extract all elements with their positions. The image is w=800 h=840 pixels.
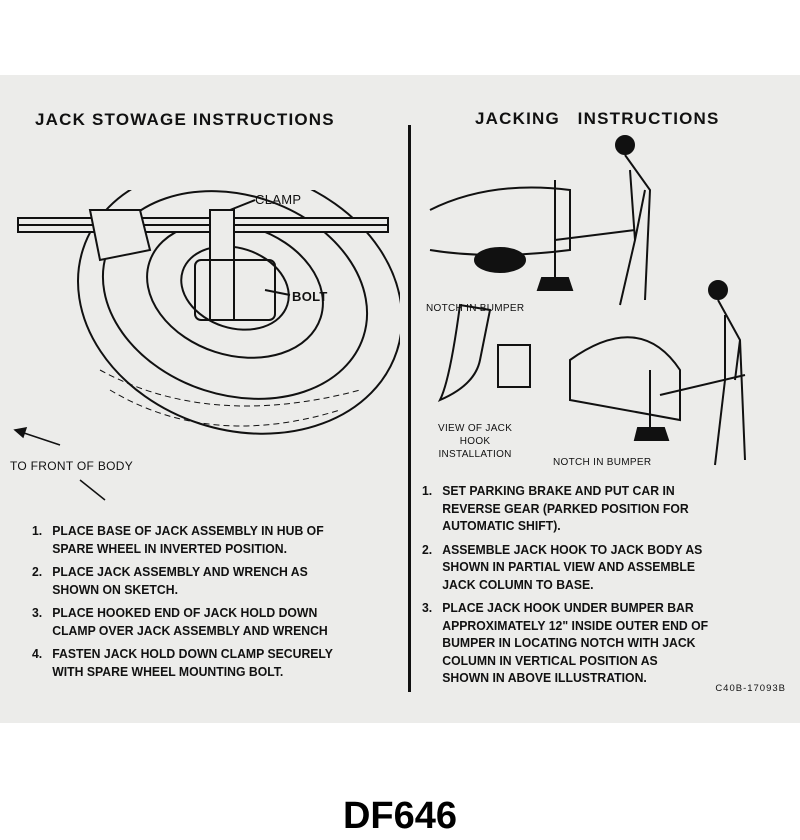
step-number: 3. <box>422 600 433 615</box>
step-number: 1. <box>422 483 433 498</box>
step-text: SET PARKING BRAKE AND PUT CAR IN REVERSE… <box>442 483 689 533</box>
step-number: 2. <box>422 541 433 557</box>
stowage-steps: 1. PLACE BASE OF JACK ASSEMBLY IN HUB OF … <box>32 522 333 686</box>
jacking-step: 1. SET PARKING BRAKE AND PUT CAR IN REVER… <box>422 482 708 535</box>
product-code: DF646 <box>342 795 458 837</box>
front-of-body-label: TO FRONT OF BODY <box>10 459 134 473</box>
stowage-step: 1. PLACE BASE OF JACK ASSEMBLY IN HUB OF … <box>32 522 333 557</box>
stowage-step: 4. FASTEN JACK HOLD DOWN CLAMP SECURELY W… <box>32 645 333 680</box>
jack-stowage-heading: JACK STOWAGE INSTRUCTIONS <box>35 110 335 129</box>
jacking-steps: 1. SET PARKING BRAKE AND PUT CAR IN REVER… <box>422 482 708 693</box>
notch-in-bumper-bottom-label: NOTCH IN BUMPER <box>553 457 652 468</box>
step-number: 1. <box>32 523 43 538</box>
spare-wheel-illustration <box>13 190 400 501</box>
step-text: PLACE BASE OF JACK ASSEMBLY IN HUB OF SP… <box>52 523 324 556</box>
step-text: PLACE HOOKED END OF JACK HOLD DOWN CLAMP… <box>52 605 328 638</box>
jacking-heading: JACKING INSTRUCTIONS <box>475 109 720 128</box>
divider <box>408 125 411 692</box>
clamp-label: CLAMP <box>255 192 302 207</box>
step-number: 2. <box>32 564 43 579</box>
bolt-label: BOLT <box>292 289 328 304</box>
step-text: FASTEN JACK HOLD DOWN CLAMP SECURELY WIT… <box>52 646 333 679</box>
notch-in-bumper-top-label: NOTCH IN BUMPER <box>426 303 525 314</box>
step-text: PLACE JACK ASSEMBLY AND WRENCH AS SHOWN … <box>52 564 308 597</box>
step-number: 3. <box>32 605 43 620</box>
jacking-step: 3. PLACE JACK HOOK UNDER BUMPER BAR APPRO… <box>422 599 708 687</box>
stowage-step: 3. PLACE HOOKED END OF JACK HOLD DOWN CLA… <box>32 604 333 639</box>
jacking-step: 2. ASSEMBLE JACK HOOK TO JACK BODY AS SHO… <box>422 541 708 594</box>
stowage-step: 2. PLACE JACK ASSEMBLY AND WRENCH AS SHOW… <box>32 563 333 598</box>
part-number: C40B-17093B <box>715 683 786 694</box>
jacking-illustration <box>429 135 746 466</box>
step-text: PLACE JACK HOOK UNDER BUMPER BAR APPROXI… <box>442 600 709 685</box>
view-of-jack-hook-label: VIEW OF JACK HOOK INSTALLATION <box>438 423 513 460</box>
step-number: 4. <box>32 646 43 661</box>
step-text: ASSEMBLE JACK HOOK TO JACK BODY AS SHOWN… <box>442 541 703 592</box>
instruction-decal <box>0 75 800 723</box>
